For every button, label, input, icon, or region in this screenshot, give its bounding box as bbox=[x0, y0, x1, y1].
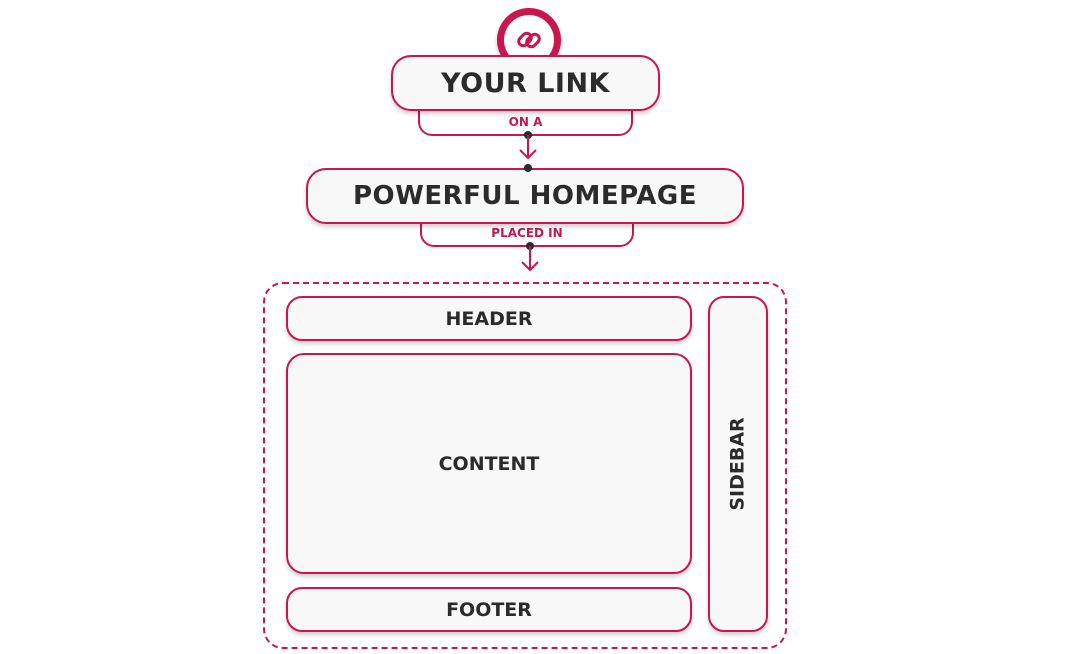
sidebar-section: SIDEBAR bbox=[708, 296, 768, 632]
your-link-label: YOUR LINK bbox=[441, 67, 610, 99]
sidebar-label: SIDEBAR bbox=[727, 417, 750, 511]
link-icon bbox=[517, 31, 541, 49]
powerful-homepage-node: POWERFUL HOMEPAGE bbox=[306, 168, 744, 224]
footer-label: FOOTER bbox=[446, 598, 532, 621]
arrow-link-to-homepage bbox=[519, 131, 537, 172]
connector-text-on-a: ON A bbox=[508, 115, 543, 129]
header-label: HEADER bbox=[445, 307, 533, 330]
powerful-homepage-label: POWERFUL HOMEPAGE bbox=[353, 181, 697, 211]
header-section: HEADER bbox=[286, 296, 692, 341]
page-layout-frame bbox=[263, 282, 787, 649]
footer-section: FOOTER bbox=[286, 587, 692, 632]
your-link-node: YOUR LINK bbox=[391, 55, 660, 111]
connector-text-placed-in: PLACED IN bbox=[491, 226, 563, 240]
content-section: CONTENT bbox=[286, 353, 692, 574]
content-label: CONTENT bbox=[438, 452, 540, 475]
